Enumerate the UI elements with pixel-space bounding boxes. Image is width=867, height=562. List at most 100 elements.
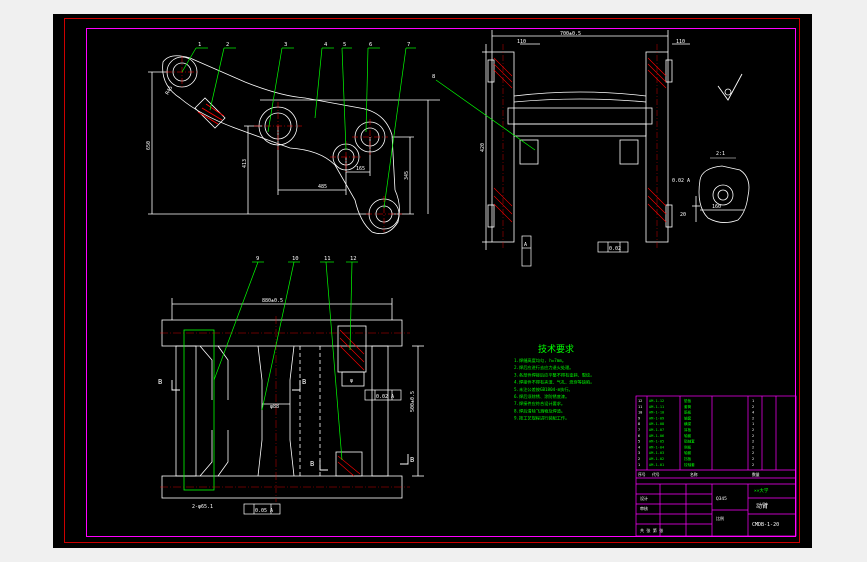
bom-code: AM-1-01 xyxy=(649,463,664,467)
balloon-8: 8 xyxy=(432,74,435,80)
bom-name: 横梁 xyxy=(684,421,692,426)
bom-qty: 2 xyxy=(752,440,754,444)
drawing-canvas: 123456789101112700±0.5110110420650413485… xyxy=(64,18,800,543)
bom-no: 7 xyxy=(638,428,640,432)
dim-165: 165 xyxy=(356,166,365,172)
bom-code: AM-1-06 xyxy=(649,434,664,438)
balloon-12: 12 xyxy=(350,256,357,262)
tb-material: Q345 xyxy=(716,496,727,502)
roughness-symbol xyxy=(717,73,743,101)
bom-no: 10 xyxy=(638,411,642,415)
section-b-2: B xyxy=(302,378,306,386)
detail-scale: 2:1 xyxy=(716,151,725,157)
bom-no: 11 xyxy=(638,405,642,409)
bom-name: 销轴套 xyxy=(684,439,695,444)
bom-qty: 2 xyxy=(752,451,754,455)
tb-sheet: 共 张 第 张 xyxy=(640,527,663,533)
tech-line: 7.焊接件应符合设计要求。 xyxy=(514,400,565,407)
tech-line: 5.未注公差按GB1804-m执行。 xyxy=(514,386,573,393)
tb-org: ××大学 xyxy=(754,487,769,494)
bom-name: 轴套 xyxy=(684,415,692,420)
side-view xyxy=(148,55,440,235)
front-view xyxy=(482,30,690,250)
bom-qty: 2 xyxy=(752,428,754,432)
dim-110-top: 110 xyxy=(517,39,526,45)
bom-no: 12 xyxy=(638,399,642,403)
bom-name: 套筒 xyxy=(684,404,692,409)
balloon-9: 9 xyxy=(256,256,259,262)
gdt-bottom: 0.05 A xyxy=(255,508,273,514)
bom-qty: 1 xyxy=(752,399,754,403)
dim-345: 345 xyxy=(404,171,410,180)
bom-h-no: 序号 xyxy=(638,472,646,477)
bom-code: AM-1-09 xyxy=(649,416,664,420)
plan-view-green-detail xyxy=(183,329,215,491)
detail-outline xyxy=(698,165,750,223)
leaders-top xyxy=(181,47,416,209)
tb-scale: 比例 xyxy=(716,515,724,521)
bom-table xyxy=(635,395,797,537)
dim-110-right: 110 xyxy=(676,39,685,45)
tech-line: 9.按工艺规程进行装配工作。 xyxy=(514,415,569,422)
bom-no: 1 xyxy=(638,463,640,467)
tech-line: 4.焊接件不得有夹渣、气孔、烧穿等缺陷。 xyxy=(514,379,594,386)
bom-no: 9 xyxy=(638,416,640,420)
tech-line: 6.焊后须除锈、涂防锈底漆。 xyxy=(514,393,569,400)
tech-line: 3.各部件焊接后应平整不得有歪斜、裂纹。 xyxy=(514,371,594,378)
gdt-datum: A xyxy=(524,242,527,248)
dim-420: 420 xyxy=(480,143,486,152)
detail-view xyxy=(692,165,750,223)
bom-no: 5 xyxy=(638,440,640,444)
balloon-7: 7 xyxy=(407,42,410,48)
tech-line: 2.焊后应进行去应力退火处理。 xyxy=(514,364,573,371)
bom-no: 4 xyxy=(638,445,640,449)
tb-name: 动臂 xyxy=(756,502,768,510)
bom-no: 3 xyxy=(638,451,640,455)
bom-name: 铰轴套 xyxy=(684,462,695,467)
balloon-3: 3 xyxy=(284,42,287,48)
dim-413: 413 xyxy=(242,159,248,168)
bom-name: 垫板 xyxy=(684,398,692,403)
balloon-2: 2 xyxy=(226,42,229,48)
tb-no: CMDB-1-20 xyxy=(752,522,779,528)
dim-880: 880±0.5 xyxy=(262,298,283,304)
bom-code: AM-1-10 xyxy=(649,411,664,415)
bom-no: 8 xyxy=(638,422,640,426)
tech-line: 8.焊后清除飞溅物及焊渣。 xyxy=(514,407,565,414)
balloon-6: 6 xyxy=(369,42,372,48)
balloon-1: 1 xyxy=(198,42,201,48)
section-b-4: B xyxy=(410,456,414,464)
front-view-hatching xyxy=(493,44,667,250)
section-markers xyxy=(171,380,409,471)
bom-name: 轴套 xyxy=(684,450,692,455)
bom-qty: 2 xyxy=(752,434,754,438)
bom-qty: 2 xyxy=(752,445,754,449)
dim-485: 485 xyxy=(318,184,327,190)
bom-qty: 4 xyxy=(752,411,754,415)
balloon-10: 10 xyxy=(292,256,299,262)
stop-block xyxy=(194,97,226,129)
tech-line: 1.焊缝高度均匀, h=7mm。 xyxy=(514,357,566,364)
bom-code: AM-1-04 xyxy=(649,445,664,449)
bom-name: 耳板 xyxy=(684,427,692,432)
dim-500: 500±0.5 xyxy=(410,391,416,412)
balloon-4: 4 xyxy=(324,42,328,48)
dim-160: 160 xyxy=(712,204,721,210)
bom-qty: 1 xyxy=(752,422,754,426)
dim-650: 650 xyxy=(146,141,152,150)
bom-code: AM-1-07 xyxy=(649,428,664,432)
bom-qty: 2 xyxy=(752,463,754,467)
bom-qty: 2 xyxy=(752,405,754,409)
bom-h-code: 代号 xyxy=(652,472,660,477)
gdt-right: 0.02 A xyxy=(672,178,690,184)
tb-checker: 审核 xyxy=(640,505,648,511)
dim-phi: φ xyxy=(350,378,353,384)
bom-name: 挡板 xyxy=(684,456,692,461)
boom-plate-outline xyxy=(162,55,400,235)
section-b-3: B xyxy=(310,460,314,468)
bom-code: AM-1-12 xyxy=(649,399,664,403)
gdt-frame-front xyxy=(521,235,629,267)
